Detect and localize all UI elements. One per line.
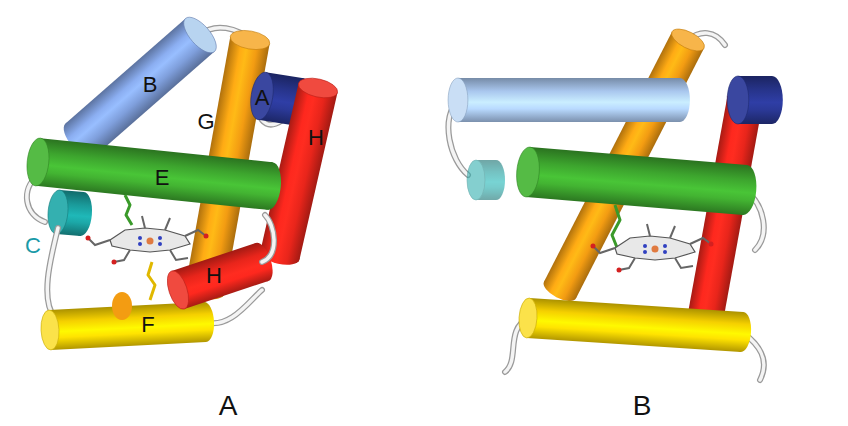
heme-stick	[142, 216, 145, 228]
cylinder-end-cap	[515, 146, 542, 198]
helix-cylinder	[515, 146, 759, 216]
nitrogen-atom	[663, 250, 667, 254]
heme-stick	[690, 238, 711, 244]
helix-cylinder	[448, 78, 690, 122]
ligand-residue	[612, 205, 620, 250]
cylinder-end-cap	[248, 71, 277, 122]
cylinder-end-cap	[40, 310, 60, 351]
cylinder-end-cap	[229, 28, 272, 53]
iron-atom	[147, 238, 154, 245]
loop-coil	[47, 228, 58, 318]
heme-stick	[185, 230, 206, 236]
heme-stick	[670, 226, 675, 238]
porphyrin-ring	[110, 228, 190, 252]
nitrogen-atom	[138, 242, 142, 246]
panel-label: B	[633, 392, 652, 420]
ligand-residue	[125, 195, 132, 225]
nitrogen-atom	[158, 236, 162, 240]
heme-stick	[114, 250, 130, 262]
heme-stick	[165, 218, 170, 230]
panel-label: A	[219, 392, 238, 420]
heme-stick	[170, 250, 188, 260]
heme-stick	[88, 238, 110, 245]
cylinder-end-cap	[668, 25, 707, 56]
oxygen-atom	[617, 268, 622, 273]
helix-cylinder	[467, 160, 505, 200]
heme-stick	[647, 224, 650, 236]
cylinder-end-cap	[727, 76, 749, 124]
ligand-residue	[148, 262, 155, 300]
heme-stick	[675, 258, 693, 268]
cylinder-end-cap	[163, 268, 193, 312]
porphyrin-ring	[615, 236, 695, 260]
cylinder-body	[526, 147, 747, 215]
nitrogen-atom	[663, 244, 667, 248]
cylinder-end-cap	[178, 12, 222, 58]
cylinder-end-cap	[297, 75, 340, 101]
helix-label: H	[308, 127, 324, 149]
helix-label: C	[25, 235, 41, 257]
cylinder-end-cap	[448, 78, 468, 122]
helix-label: F	[141, 314, 154, 336]
cylinder-body	[458, 78, 680, 122]
helix-label: H	[206, 265, 222, 287]
oxygen-atom	[204, 234, 209, 239]
heme-stick	[593, 246, 615, 253]
loop-core	[47, 228, 58, 318]
helix-cylinder	[518, 297, 753, 352]
helix-cylinder	[727, 76, 783, 124]
helix-label: A	[255, 87, 270, 109]
loop-coil	[262, 215, 274, 262]
oxygen-atom	[709, 242, 714, 247]
loop-outline	[262, 215, 274, 262]
loop-outline	[47, 228, 58, 318]
oxygen-atom	[591, 244, 596, 249]
nitrogen-atom	[643, 250, 647, 254]
nitrogen-atom	[643, 244, 647, 248]
cylinder-end-cap	[467, 160, 485, 200]
oxygen-atom	[112, 260, 117, 265]
heme-group	[86, 216, 209, 265]
heme-group	[591, 224, 714, 273]
helix-cylinder	[163, 240, 277, 312]
helix-label: B	[143, 74, 158, 96]
oxygen-atom	[86, 236, 91, 241]
heme-stick	[619, 258, 635, 270]
cylinder-end-cap	[518, 297, 539, 338]
loop-core	[262, 215, 274, 262]
helix-label: E	[155, 167, 170, 189]
cylinder-end-cap	[25, 137, 51, 187]
helix-cylinder	[46, 189, 93, 236]
helix-fragment	[112, 292, 132, 320]
nitrogen-atom	[158, 242, 162, 246]
nitrogen-atom	[138, 236, 142, 240]
helix-cylinder	[58, 12, 222, 163]
cylinder-body	[527, 298, 744, 352]
helix-label: G	[197, 111, 214, 133]
iron-atom	[652, 246, 659, 253]
